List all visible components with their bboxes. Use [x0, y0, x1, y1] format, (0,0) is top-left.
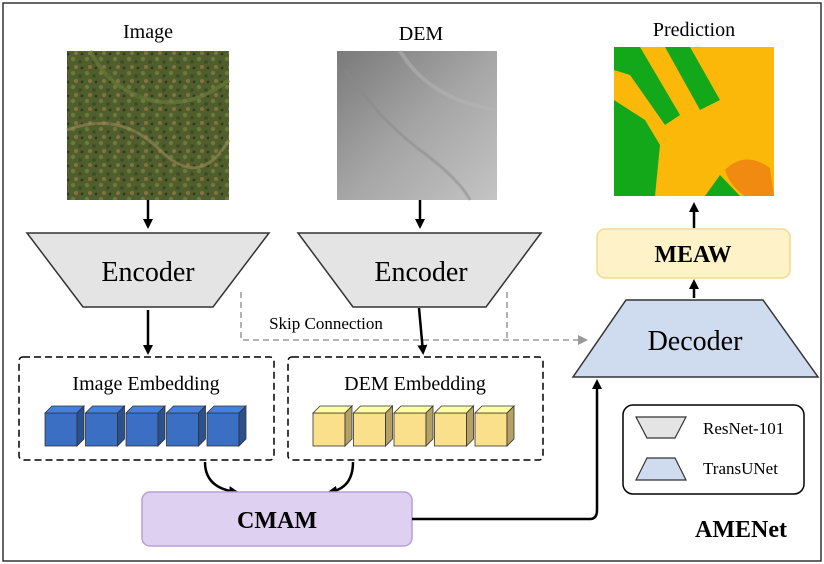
image-embedding-cube-2	[84, 405, 126, 447]
dem-encoder-label: Encoder	[374, 257, 468, 288]
meaw-module	[596, 228, 791, 279]
decoder	[571, 299, 820, 378]
dem-encoder	[296, 232, 543, 308]
cmam-to-decoder-arrow	[412, 379, 602, 521]
cmam-label: CMAM	[237, 508, 317, 534]
satellite-image	[66, 50, 231, 200]
meaw-label: MEAW	[654, 242, 731, 268]
skip-connection-label-bg	[250, 312, 402, 334]
dem-image	[337, 49, 498, 201]
dem-embedding-cube-2	[352, 405, 394, 447]
prediction-map	[614, 47, 774, 196]
dem-embedding-cube-3	[393, 405, 434, 447]
dem-embedding-box	[287, 356, 544, 461]
dem-embedding-cube-5	[474, 405, 515, 447]
skip-connection-image	[240, 292, 588, 345]
legend-resnet-label: ResNet-101	[703, 419, 784, 438]
image-embedding-cubes	[44, 405, 247, 447]
dem-embedding-cube-4	[433, 405, 475, 447]
image-embedding-cube-4	[165, 405, 207, 447]
dem-input-label: DEM	[399, 23, 444, 45]
legend-transunet-swatch	[635, 457, 687, 481]
legend-transunet-label: TransUNet	[703, 459, 778, 478]
skip-connection-label: Skip Connection	[269, 314, 383, 333]
legend-box	[622, 404, 805, 495]
dem-embedding-cube-1	[312, 405, 353, 447]
prediction-label: Prediction	[653, 19, 735, 41]
image-embedding-label: Image Embedding	[72, 373, 219, 395]
dem-encoder-to-embedding-arrow	[417, 307, 428, 355]
image-input-label: Image	[123, 21, 173, 43]
image-embedding-cube-3	[125, 405, 166, 447]
decoder-label: Decoder	[648, 326, 744, 357]
image-embedding-cube-5	[206, 405, 247, 447]
dem-embedding-cubes	[312, 405, 515, 447]
dem-embedding-to-cmam-arrow	[327, 461, 355, 496]
image-encoder	[25, 232, 271, 308]
dem-embedding-label: DEM Embedding	[344, 373, 486, 395]
image-embedding-cube-1	[44, 405, 85, 447]
legend-resnet-swatch	[635, 416, 687, 439]
image-embedding-box	[18, 356, 275, 461]
image-encoder-label: Encoder	[101, 257, 195, 288]
image-embedding-to-cmam-arrow	[203, 461, 239, 497]
diagram-title: AMENet	[695, 517, 787, 543]
